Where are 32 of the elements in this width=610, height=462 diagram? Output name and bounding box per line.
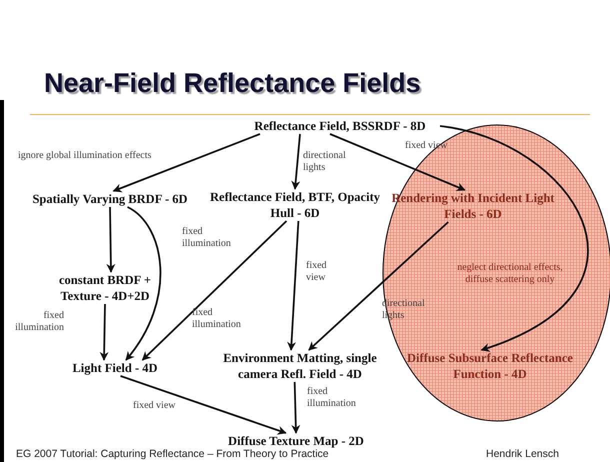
arrow	[440, 125, 589, 352]
arrow	[291, 382, 300, 434]
edge-label: directional lights	[303, 150, 347, 174]
edge-label: fixed illumination	[192, 307, 242, 331]
arrow	[112, 133, 260, 192]
edge-label: ignore global illumination effects	[18, 150, 152, 162]
arrow	[120, 375, 287, 435]
node-text: constant BRDF + Texture - 4D+2D	[58, 272, 152, 304]
footer-text: EG 2007 Tutorial: Capturing Reflectance – From Theory to Practice	[16, 448, 329, 461]
arrow	[287, 220, 300, 351]
edge-label: fixed illumination	[14, 310, 64, 334]
arrow	[142, 220, 288, 361]
arrow	[106, 206, 116, 273]
edge-label: fixed view	[306, 260, 328, 284]
edge-label: neglect directional effects, diffuse scattering only	[456, 262, 564, 286]
node-text: Environment Matting, single camera Refl. Field - 4D	[222, 350, 378, 382]
edge-label: fixed illumination	[307, 386, 357, 410]
node-text: Reflectance Field, BSSRDF - 8D	[254, 118, 426, 134]
edge-label: fixed view	[133, 400, 176, 412]
node-text: Diffuse Subsurface Reflectance Function - 4D	[406, 350, 574, 382]
arrow	[291, 134, 301, 190]
footer-text: Hendrik Lensch	[486, 448, 559, 461]
edge-label: fixed illumination	[182, 226, 232, 250]
arrow	[125, 206, 162, 361]
node-text: Light Field - 4D	[72, 360, 158, 376]
node-text: Reflectance Field, BTF, Opacity Hull - 6D	[210, 189, 380, 221]
node-text: Diffuse Texture Map - 2D	[228, 433, 364, 449]
slide-title: Near-Field Reflectance Fields	[44, 67, 421, 100]
arrow	[330, 133, 466, 192]
arrow	[100, 304, 109, 361]
node-text: Spatially Varying BRDF - 6D	[32, 191, 188, 207]
arrow	[308, 221, 449, 351]
